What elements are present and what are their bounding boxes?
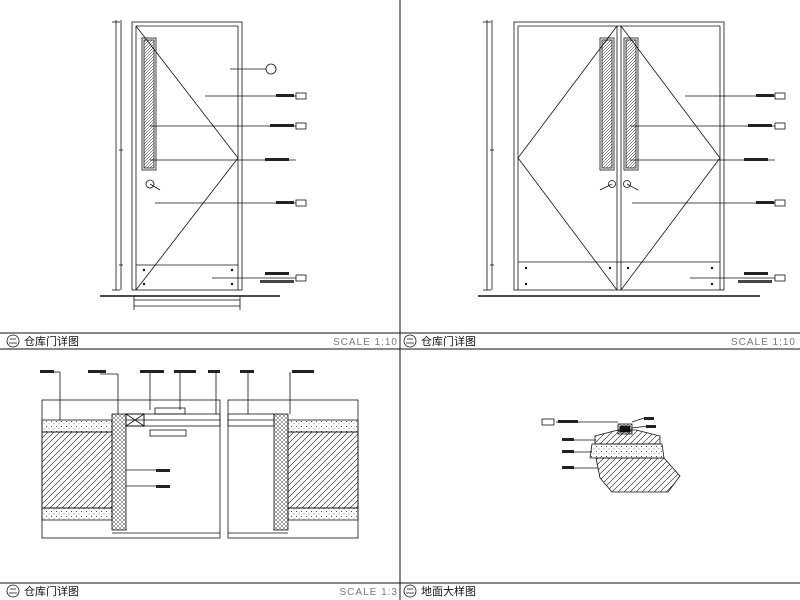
section-annotations: [40, 370, 314, 488]
panel-1-scale: SCALE 1:10: [333, 337, 398, 348]
floor-detail: [541, 417, 681, 493]
double-door-elevation: [478, 20, 786, 297]
panel-3-scale: SCALE 1:3: [340, 587, 398, 598]
double-door-annotations: [738, 94, 774, 283]
door-section-detail: [41, 371, 359, 539]
panel-2-scale: SCALE 1:10: [731, 337, 796, 348]
title-markers: [6, 334, 417, 598]
panel-1-title: 仓库门详图: [24, 334, 79, 348]
floor-annotations: [558, 417, 656, 469]
panel-4-title: 地面大样图: [421, 584, 476, 598]
single-door-annotations: [260, 94, 294, 283]
panel-2-title: 仓库门详图: [421, 334, 476, 348]
panel-3-title: 仓库门详图: [24, 584, 79, 598]
single-door-elevation: [100, 20, 307, 310]
